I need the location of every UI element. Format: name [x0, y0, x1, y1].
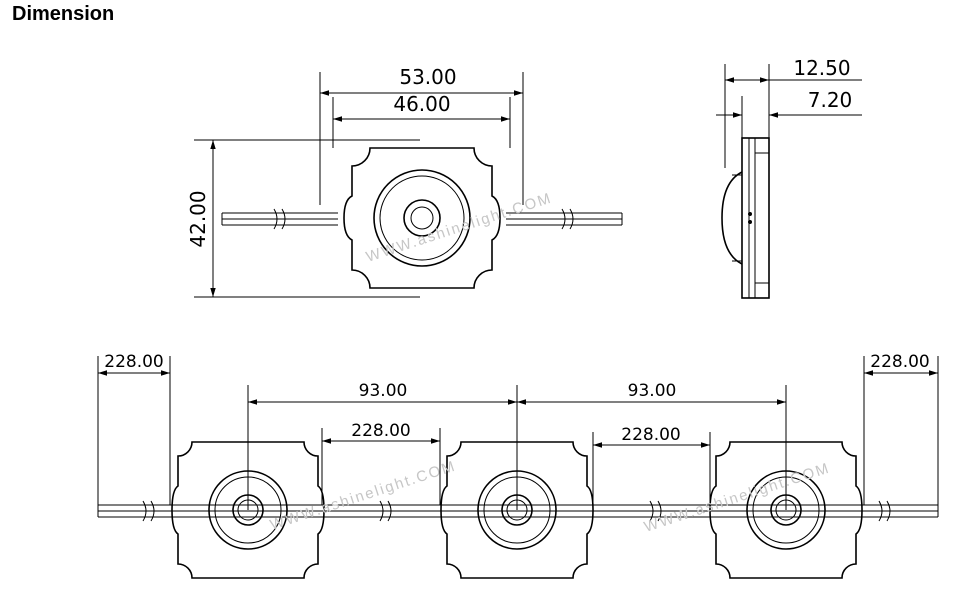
- top-view-wires: [221, 208, 623, 230]
- dim-height: 42.00: [186, 190, 210, 247]
- chain-wires: [97, 500, 939, 522]
- watermark-text: WWW.ashinelight.COM: [364, 189, 554, 265]
- dim-pitch-2: 93.00: [628, 381, 677, 401]
- watermark-text: WWW.ashinelight.COM: [642, 459, 832, 535]
- side-view: 12.50 7.20: [716, 56, 862, 299]
- watermark-text: WWW.ashinelight.COM: [268, 457, 458, 533]
- dim-wire-gap-1: 228.00: [351, 421, 410, 441]
- section-title: Dimension: [12, 3, 115, 25]
- dim-body-width: 46.00: [393, 92, 450, 116]
- dim-overall-depth: 12.50: [793, 56, 850, 80]
- top-view: 53.00 46.00 42.00 WWW.ashinelight.COM: [186, 65, 623, 298]
- dim-wire-gap-2: 228.00: [621, 425, 680, 445]
- dim-left-lead: 228.00: [104, 352, 163, 372]
- chain-view: 228.00 228.00 93.00 93.00 228.00 228.00 …: [97, 352, 939, 579]
- dim-overall-width: 53.00: [399, 65, 456, 89]
- dim-right-lead: 228.00: [870, 352, 929, 372]
- dim-pitch-1: 93.00: [359, 381, 408, 401]
- dim-body-depth: 7.20: [808, 88, 853, 112]
